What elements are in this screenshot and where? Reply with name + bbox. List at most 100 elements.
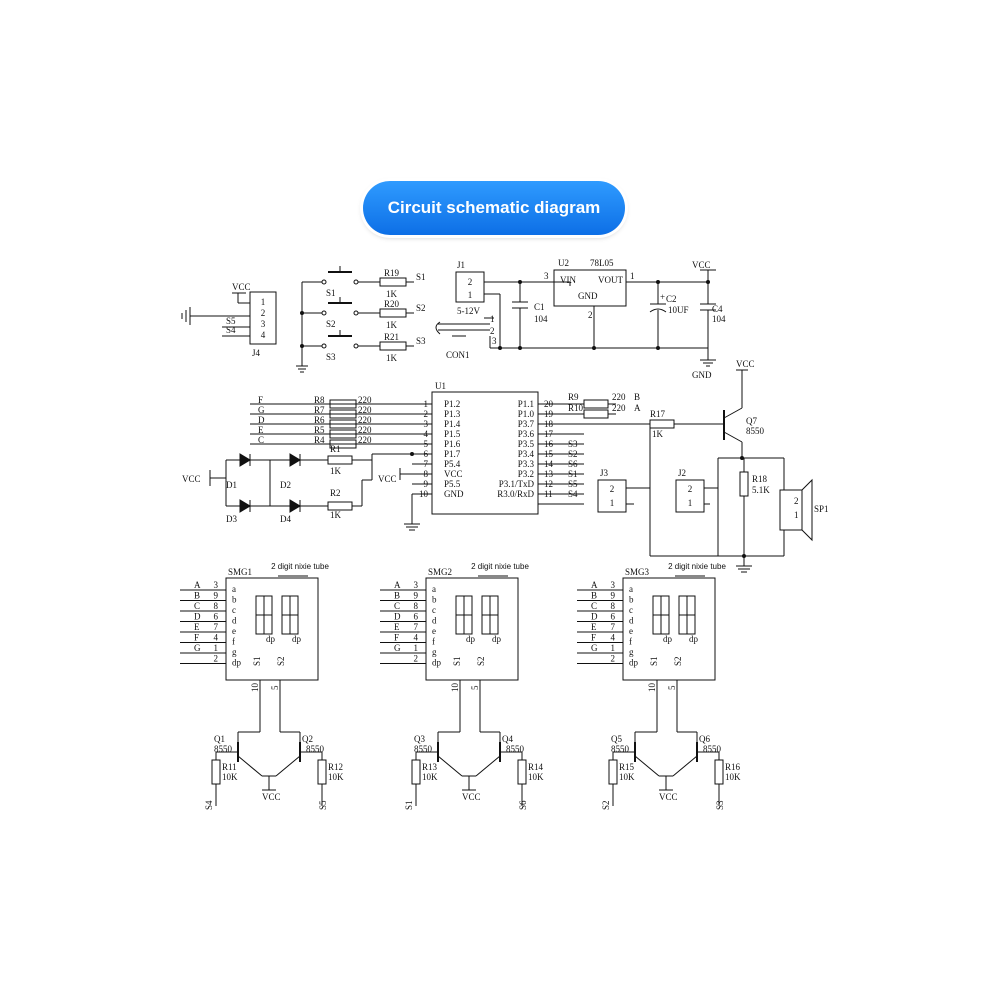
- segment-label: g: [232, 647, 237, 657]
- net-label: A: [634, 403, 641, 413]
- pin-number: 3: [414, 580, 419, 590]
- net-label: F: [258, 395, 263, 405]
- pin-number: 9: [214, 591, 219, 601]
- pin-number: 6: [214, 612, 219, 622]
- pin-number: 3: [261, 319, 266, 329]
- digit-label: S2: [276, 656, 286, 666]
- resistor-value: 1K: [386, 289, 398, 299]
- dp-label: dp: [292, 634, 302, 644]
- pin-number: 10: [250, 683, 260, 693]
- vcc-label: VCC: [736, 359, 755, 369]
- pin-number: 8: [214, 601, 219, 611]
- led-label: D3: [226, 514, 237, 524]
- net-label: G: [194, 643, 201, 653]
- resistor-label: R5: [314, 425, 325, 435]
- pin-number: 3: [611, 580, 616, 590]
- net-label: A: [194, 580, 201, 590]
- transistor-label: Q5: [611, 734, 622, 744]
- resistor-label: R1: [330, 444, 341, 454]
- resistor-value: 10K: [328, 772, 344, 782]
- net-label: D: [394, 612, 401, 622]
- pin-label: VCC: [444, 469, 463, 479]
- digit-label: S1: [252, 656, 262, 666]
- vcc-label: VCC: [378, 474, 397, 484]
- net-label: S2: [568, 449, 578, 459]
- transistor-label: Q6: [699, 734, 710, 744]
- net-label: F: [194, 633, 199, 643]
- schematic-wiring: [180, 266, 813, 806]
- transistor-label: Q7: [746, 416, 757, 426]
- net-label: S6: [518, 800, 528, 810]
- pin-number: 13: [544, 469, 554, 479]
- resistor-label: R6: [314, 415, 325, 425]
- digit-label: S1: [452, 656, 462, 666]
- component-value: 104: [534, 314, 548, 324]
- net-label: G: [394, 643, 401, 653]
- segment-label: dp: [432, 658, 442, 668]
- resistor-value: 10K: [422, 772, 438, 782]
- pin-number: 3: [214, 580, 219, 590]
- resistor-value: 5.1K: [752, 485, 770, 495]
- resistor-value: 1K: [652, 429, 664, 439]
- part-number: 8550: [214, 744, 233, 754]
- resistor-label: R17: [650, 409, 666, 419]
- pin-label: P1.2: [444, 399, 460, 409]
- pin-number: 2: [588, 310, 593, 320]
- net-label: G: [591, 643, 598, 653]
- segment-label: d: [432, 616, 437, 626]
- gnd-label: GND: [692, 370, 712, 380]
- pin-number: 17: [544, 429, 554, 439]
- smg-block: [380, 575, 527, 806]
- pin-number: 8: [611, 601, 616, 611]
- resistor-label: R15: [619, 762, 635, 772]
- part-number: 8550: [306, 744, 325, 754]
- pin-label: P1.6: [444, 439, 461, 449]
- component-label: C2: [666, 294, 677, 304]
- segment-label: a: [432, 584, 436, 594]
- net-label: C: [258, 435, 264, 445]
- dp-label: dp: [266, 634, 276, 644]
- resistor-label: R21: [384, 332, 399, 342]
- pin-number: 15: [544, 449, 554, 459]
- net-label: S2: [416, 303, 426, 313]
- vcc-label: VCC: [659, 792, 678, 802]
- component-label: SMG1: [228, 567, 252, 577]
- pin-number: 1: [414, 643, 419, 653]
- resistor-value: 1K: [386, 320, 398, 330]
- pin-number: 3: [424, 419, 429, 429]
- switch-label: S1: [326, 288, 336, 298]
- pin-number: 9: [414, 591, 419, 601]
- segment-label: g: [432, 647, 437, 657]
- net-label: E: [258, 425, 264, 435]
- net-label: S5: [568, 479, 578, 489]
- part-number: 8550: [746, 426, 765, 436]
- component-label: CON1: [446, 350, 470, 360]
- switch-label: S3: [326, 352, 336, 362]
- pin-number: 5: [667, 685, 677, 690]
- transistor-label: Q3: [414, 734, 425, 744]
- pin-number: 4: [611, 633, 616, 643]
- part-number: 8550: [414, 744, 433, 754]
- net-label: D: [258, 415, 265, 425]
- schematic-labels: VCC1234S5S4J4S1R191KS1S2R201KS2S3R211KS3…: [182, 258, 829, 810]
- pin-number: 4: [414, 633, 419, 643]
- resistor-label: R13: [422, 762, 438, 772]
- component-label: U2: [558, 258, 569, 268]
- pin-number: 7: [414, 622, 419, 632]
- component-label: J4: [252, 348, 261, 358]
- net-label: S5: [226, 316, 236, 326]
- net-label: B: [194, 591, 200, 601]
- component-label: J1: [457, 260, 465, 270]
- pin-number: 7: [424, 459, 429, 469]
- pin-number: 11: [544, 489, 553, 499]
- resistor-value: 220: [358, 435, 372, 445]
- led-label: D4: [280, 514, 291, 524]
- resistor-value: 10K: [222, 772, 238, 782]
- net-label: B: [634, 392, 640, 402]
- pin-label: GND: [444, 489, 464, 499]
- vcc-label: VCC: [462, 792, 481, 802]
- segment-label: d: [629, 616, 634, 626]
- component-label: SMG3: [625, 567, 650, 577]
- pin-label: P1.0: [518, 409, 535, 419]
